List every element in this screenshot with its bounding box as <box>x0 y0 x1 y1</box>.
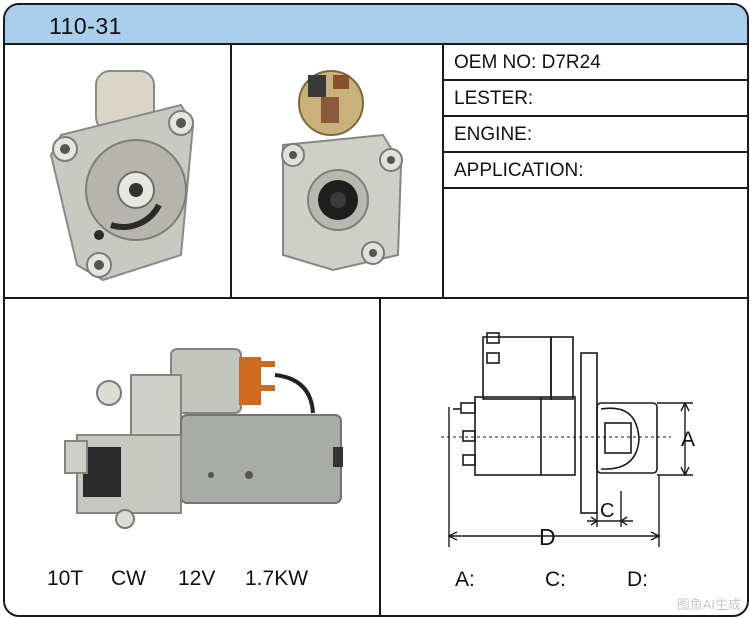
oem-number: OEM NO: D7R24 <box>454 52 601 73</box>
part-number-title: 110-31 <box>49 13 122 39</box>
dimension-drawing: A C D <box>441 332 695 550</box>
info-panel: OEM NO: D7R24 LESTER: ENGINE: APPLICATIO… <box>444 45 747 297</box>
dimension-a-label: A: <box>455 568 475 591</box>
application-label: APPLICATION: <box>454 160 584 181</box>
dimension-c-label: C: <box>545 568 566 591</box>
starter-front-photo <box>49 70 195 282</box>
spec-voltage: 12V <box>178 567 216 590</box>
dimension-d-letter: D <box>539 524 556 550</box>
grid-vline-1 <box>230 45 232 299</box>
lester-row: LESTER: <box>444 81 747 117</box>
grid-vline-3 <box>379 297 381 615</box>
oem-row: OEM NO: D7R24 <box>444 45 747 81</box>
spec-rotation: CW <box>111 567 146 590</box>
dimension-c-letter: C <box>600 500 614 522</box>
grid-hline-middle <box>5 297 747 299</box>
spec-teeth: 10T <box>47 567 84 590</box>
engine-row: ENGINE: <box>444 117 747 153</box>
engine-label: ENGINE: <box>454 124 533 145</box>
dimension-a-letter: A <box>681 428 695 451</box>
spec-power: 1.7KW <box>245 567 309 590</box>
spec-sheet: 110-31 OEM NO: D7R24 LESTER: ENGINE: APP… <box>3 3 749 617</box>
title-bar: 110-31 <box>5 5 747 45</box>
grid-vline-2 <box>442 45 444 299</box>
dimension-d-label: D: <box>627 568 648 591</box>
application-row: APPLICATION: <box>444 153 747 189</box>
lester-label: LESTER: <box>454 88 534 109</box>
starter-rear-photo <box>281 70 403 272</box>
watermark: 图鱼AI生成 <box>676 597 741 612</box>
starter-side-photo <box>64 348 343 529</box>
